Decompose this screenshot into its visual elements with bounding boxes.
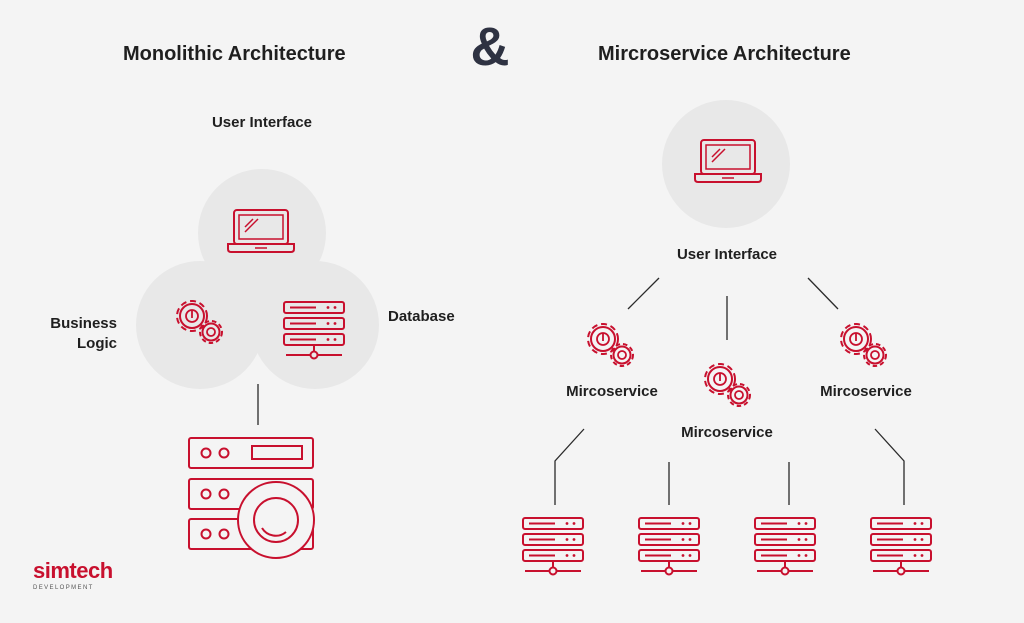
- connector-service-db-4: [874, 428, 905, 505]
- microservice-title: Mircroservice Architecture: [598, 43, 851, 65]
- connector-service-db-1: [554, 428, 585, 505]
- micro-ui-label: User Interface: [676, 246, 778, 263]
- monolithic-title: Monolithic Architecture: [123, 43, 346, 65]
- ampersand: &: [470, 17, 510, 77]
- gears-icon: [587, 323, 634, 367]
- microservice-label-3: Mircoservice: [820, 383, 912, 400]
- connector-ui-service-3: [807, 277, 839, 310]
- logo-subtitle: DEVELOPMENT: [33, 585, 94, 591]
- server-rack-icon: [522, 517, 584, 576]
- server-rack-icon: [754, 517, 816, 576]
- microservice-label-2: Mircoservice: [681, 424, 773, 441]
- monolith-ui-label: User Interface: [211, 114, 313, 131]
- business-logic-line2: Logic: [77, 335, 117, 352]
- connector-ui-service-1: [627, 277, 660, 310]
- simtech-logo: simtech DEVELOPMENT: [33, 558, 113, 592]
- database-circle: [251, 261, 379, 389]
- server-rack-icon: [638, 517, 700, 576]
- logo-name: simtech: [33, 558, 113, 583]
- micro-ui-circle: [662, 100, 790, 228]
- server-disk-icon: [188, 437, 315, 559]
- database-label: Database: [388, 308, 455, 325]
- business-logic-line1: Business: [50, 315, 117, 332]
- microservice-label-1: Mircoservice: [566, 383, 658, 400]
- gears-icon: [840, 323, 887, 367]
- business-logic-label: Business Logic: [40, 315, 117, 352]
- server-rack-icon: [870, 517, 932, 576]
- gears-icon: [704, 363, 751, 407]
